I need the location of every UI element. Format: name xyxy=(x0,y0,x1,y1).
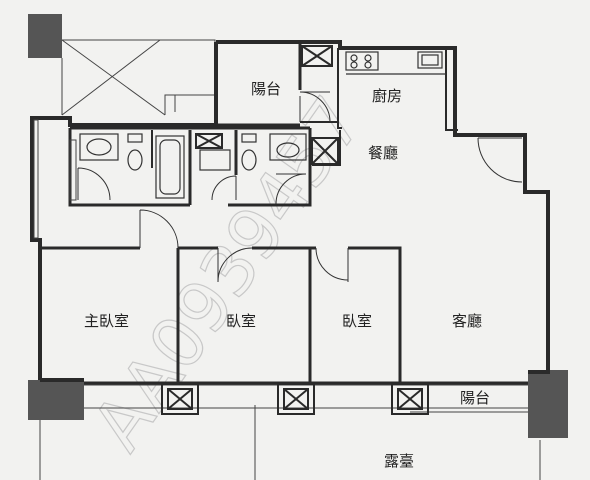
kitchen-fixtures xyxy=(345,51,446,75)
column-bottom-left xyxy=(28,380,84,420)
label-dining: 餐廳 xyxy=(368,144,398,162)
shaft-bottom-2 xyxy=(277,383,315,415)
shaft-bath xyxy=(311,137,339,165)
sink-icon xyxy=(417,51,443,69)
toilet-right-icon xyxy=(241,133,257,143)
label-bedroom-2: 臥室 xyxy=(342,312,372,330)
toilet-left-icon xyxy=(127,133,143,143)
shaft-bottom-3 xyxy=(391,383,429,415)
shafts xyxy=(161,45,429,415)
door-bedroom-2 xyxy=(315,247,349,282)
door-balcony xyxy=(299,91,331,123)
shaft-bottom-1 xyxy=(161,383,199,415)
label-master-bedroom: 主臥室 xyxy=(84,312,129,330)
door-bath-mid xyxy=(211,175,237,201)
shaft-small xyxy=(195,133,223,149)
door-bedroom-1 xyxy=(217,247,253,283)
stove-icon xyxy=(345,51,379,71)
room-labels: 陽台 廚房 餐廳 主臥室 臥室 臥室 客廳 陽台 露臺 xyxy=(84,80,490,470)
label-balcony-top: 陽台 xyxy=(251,80,281,98)
watermark: AA0939457 xyxy=(76,82,379,466)
basin-left-icon xyxy=(79,133,119,161)
label-bedroom-1: 臥室 xyxy=(226,312,256,330)
label-living-room: 客廳 xyxy=(452,312,482,330)
left-window xyxy=(33,119,77,239)
door-bath-right xyxy=(275,173,307,205)
bathtub-icon xyxy=(155,135,185,199)
watermark-text: AA0939457 xyxy=(77,82,379,464)
basin-right-icon xyxy=(269,133,307,161)
label-balcony-bottom: 陽台 xyxy=(460,389,490,407)
column-bottom-right xyxy=(528,370,568,438)
bathroom-fixtures xyxy=(79,133,307,199)
structural-columns xyxy=(28,14,568,438)
door-master xyxy=(139,209,179,249)
door-bath-left xyxy=(77,167,111,201)
doors xyxy=(77,91,523,283)
column-top-left xyxy=(28,14,62,58)
door-entrance xyxy=(477,137,523,183)
label-terrace: 露臺 xyxy=(384,452,414,470)
label-kitchen: 廚房 xyxy=(372,87,402,105)
shaft-top xyxy=(301,45,333,67)
